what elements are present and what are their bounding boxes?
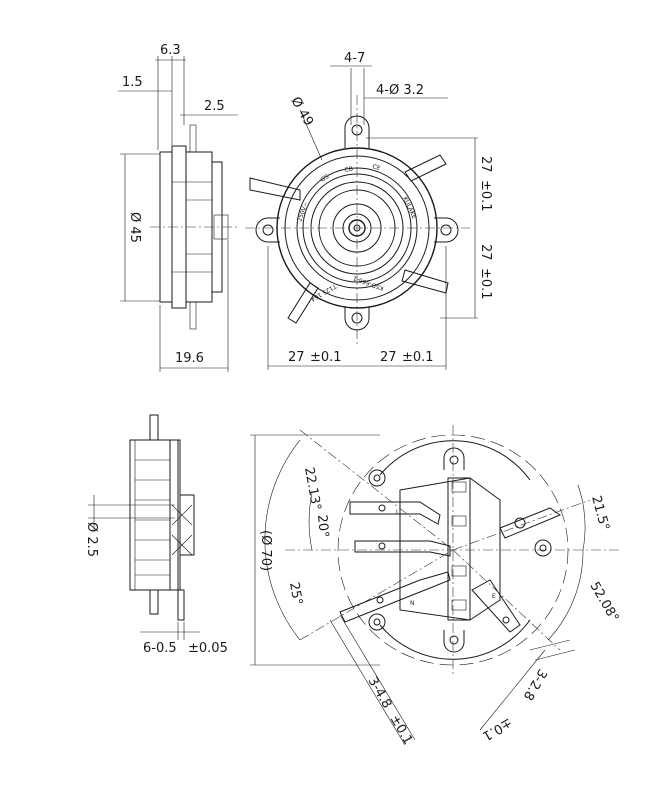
bottom-side-view: Ø 2.5 6-0.5 ±0.05 <box>84 414 228 656</box>
dim-27-horizontal-left: 27 <box>288 350 305 365</box>
angle-22-13: 22.13° <box>301 466 323 512</box>
dim-4-7: 4-7 <box>344 51 365 66</box>
dim-1-5: 1.5 <box>122 75 143 90</box>
dim-2-5: 2.5 <box>204 99 225 114</box>
label-terminal-n: N <box>410 600 415 607</box>
top-front-view: CE CB GS 250V~ KULAKE KSD-666-1 T125 164… <box>245 51 493 370</box>
dim-19-6: 19.6 <box>175 351 204 366</box>
dim-27-horizontal-right: 27 <box>380 350 397 365</box>
mark-volt: 250V~ <box>296 201 310 223</box>
dim-6-3: 6.3 <box>160 43 181 58</box>
dim-phi-49: Ø 49 <box>288 95 316 129</box>
dim-6-0-5: 6-0.5 <box>143 641 177 656</box>
dim-4-phi-3-2: 4-Ø 3.2 <box>376 83 424 98</box>
dim-phi-45: Ø 45 <box>127 212 142 243</box>
dim-27-vertical-upper: 27 <box>478 156 493 173</box>
mark-ce: CE <box>371 163 381 172</box>
dim-27-vertical-upper-tol: ±0.1 <box>478 180 493 212</box>
dim-27-vertical-lower-tol: ±0.1 <box>478 268 493 300</box>
dim-27-vertical-lower: 27 <box>478 244 493 261</box>
dim-3-4-8-tol: ±0.1 <box>387 713 416 748</box>
dim-phi-70: (Ø 70) <box>258 530 273 571</box>
dim-6-0-5-tol: ±0.05 <box>188 641 228 656</box>
dim-27-horizontal-left-tol: ±0.1 <box>310 350 342 365</box>
angle-20: 20° <box>314 514 331 538</box>
angle-21-5: 21.5° <box>588 494 612 532</box>
dim-3-2-8-tol: ±0.1 <box>480 715 515 744</box>
top-side-view: 6.3 1.5 2.5 Ø 45 19.6 <box>118 43 240 372</box>
bottom-front-view: L N E (Ø 70) 22.13° 20° 25° 21.5° 52.08°… <box>250 425 621 747</box>
dim-3-2-8: 3-2.8 <box>520 666 550 703</box>
dim-27-horizontal-right-tol: ±0.1 <box>402 350 434 365</box>
mark-gs: GS <box>319 173 330 184</box>
angle-52-08: 52.08° <box>587 580 622 625</box>
dim-3-4-8: 3-4.8 <box>365 675 395 712</box>
mark-cb: CB <box>344 166 353 174</box>
label-terminal-l: L <box>396 509 400 516</box>
label-terminal-e: E <box>492 593 496 600</box>
dim-phi-2-5: Ø 2.5 <box>84 522 99 557</box>
angle-25: 25° <box>286 581 305 606</box>
